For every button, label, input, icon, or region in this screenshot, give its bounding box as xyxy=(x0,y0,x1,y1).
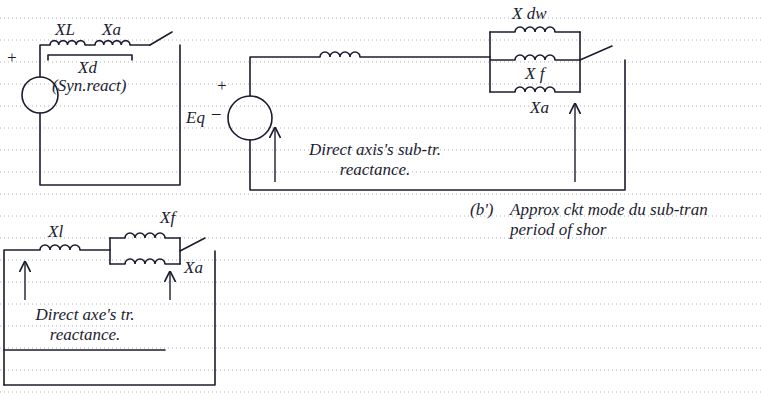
wire xyxy=(40,45,50,77)
wire xyxy=(80,249,110,251)
arrow xyxy=(574,104,575,182)
ruled-line xyxy=(0,370,761,371)
reactance-label: Xa xyxy=(102,20,121,40)
reactance-label: Xd xyxy=(78,58,97,78)
polarity-mark: + xyxy=(216,76,227,96)
wire xyxy=(40,45,180,185)
ruled-line xyxy=(0,106,761,107)
reactance-label: Xa xyxy=(530,98,549,118)
wire xyxy=(490,59,515,61)
polarity-mark: _ xyxy=(212,98,221,118)
ruled-lines xyxy=(0,18,761,392)
wire xyxy=(110,237,125,239)
polarity-mark: + xyxy=(6,48,17,68)
ruled-line xyxy=(0,62,761,63)
ruled-line xyxy=(0,40,761,41)
source-label: Eq xyxy=(186,108,205,128)
wire xyxy=(555,91,580,93)
wire xyxy=(165,263,180,265)
wire xyxy=(489,32,491,92)
switch xyxy=(150,32,172,45)
inductor-symbol xyxy=(515,27,555,32)
inductor-symbol xyxy=(95,41,130,45)
inductor-symbol xyxy=(125,259,165,264)
ruled-line xyxy=(0,348,761,349)
wire xyxy=(130,44,150,46)
reactance-label: Xl xyxy=(48,222,63,242)
inductor-symbol xyxy=(515,87,555,92)
reactance-label: X dw xyxy=(512,4,546,24)
wire xyxy=(4,251,215,385)
inductor-symbol xyxy=(515,55,555,60)
note-text: Direct axe's tr. reactance. xyxy=(10,305,160,345)
inductor-symbol xyxy=(320,52,360,57)
wire xyxy=(490,31,515,33)
arrow xyxy=(274,128,275,182)
wire xyxy=(110,263,125,265)
ruled-line xyxy=(0,194,761,195)
wire xyxy=(250,60,625,190)
caption-text: Approx ckt mode du sub-tran period of sh… xyxy=(510,200,710,240)
wire xyxy=(250,57,320,96)
wire xyxy=(555,59,580,61)
wire xyxy=(4,250,40,385)
ruled-line xyxy=(0,128,761,129)
reactance-label: XL xyxy=(55,20,75,40)
underline xyxy=(4,349,165,351)
wire xyxy=(579,32,581,92)
source-symbol xyxy=(228,96,272,140)
note-text: (Syn.react) xyxy=(52,76,126,96)
wire xyxy=(360,56,490,58)
switch xyxy=(180,238,205,251)
ruled-line xyxy=(0,18,761,19)
reactance-label: Xa xyxy=(184,258,203,278)
wire xyxy=(555,31,580,33)
arrow xyxy=(24,262,25,300)
arrow xyxy=(169,272,170,300)
wire xyxy=(109,238,111,264)
inductor-symbol xyxy=(50,41,85,45)
inductor-symbol xyxy=(125,233,165,238)
ruled-line xyxy=(0,238,761,239)
inductor-symbol xyxy=(40,245,80,250)
switch xyxy=(580,46,612,60)
figure-number: (b') xyxy=(470,200,493,220)
wire xyxy=(490,91,515,93)
note-text: Direct axis's sub-tr. reactance. xyxy=(285,140,465,180)
wire xyxy=(165,237,180,239)
ruled-line xyxy=(0,260,761,261)
ruled-line xyxy=(0,282,761,283)
reactance-label: Xf xyxy=(160,208,175,228)
reactance-label: X f xyxy=(525,64,544,84)
wire xyxy=(85,44,95,46)
ruled-line xyxy=(0,304,761,305)
ruled-line xyxy=(0,392,761,393)
